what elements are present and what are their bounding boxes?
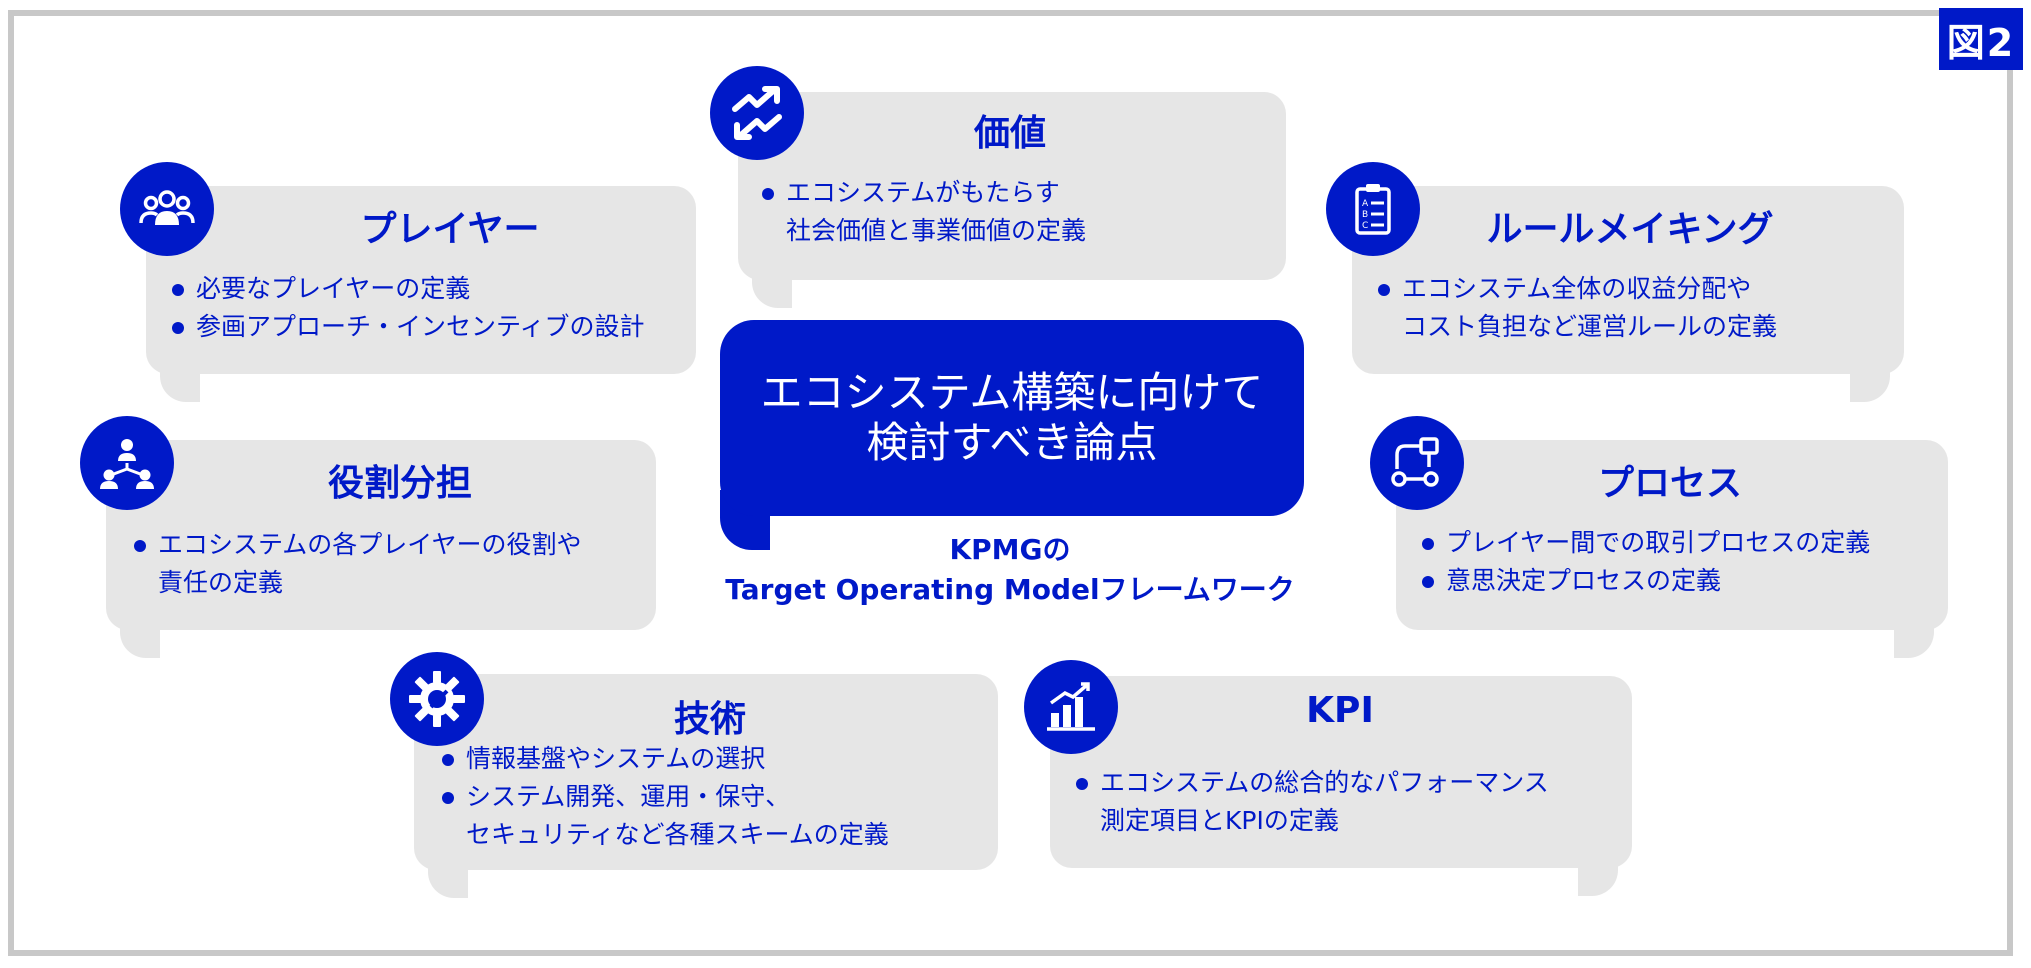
svg-text:B: B	[1362, 210, 1368, 220]
caption-line1: KPMGの	[949, 533, 1071, 566]
bullets-process: プレイヤー間での取引プロセスの定義 意思決定プロセスの定義	[1420, 524, 1870, 600]
bullets-rule: エコシステム全体の収益分配や コスト負担など運営ルールの定義	[1376, 270, 1777, 346]
people-group-icon	[120, 162, 214, 256]
svg-text:A: A	[1362, 199, 1369, 209]
org-hierarchy-icon	[80, 416, 174, 510]
clipboard-checklist-icon: A B C	[1326, 162, 1420, 256]
figure-label: 図2	[1939, 8, 2023, 70]
process-flow-icon	[1370, 416, 1464, 510]
figure-frame	[8, 10, 2013, 956]
center-title-line2: 検討すべき論点	[866, 418, 1158, 467]
list-item: 必要なプレイヤーの定義	[170, 270, 645, 308]
bullets-value: エコシステムがもたらす 社会価値と事業価値の定義	[760, 174, 1086, 250]
title-rule: ルールメイキング	[1486, 209, 1774, 250]
list-item: エコシステムがもたらす 社会価値と事業価値の定義	[760, 174, 1086, 250]
title-process: プロセス	[1597, 463, 1742, 504]
framework-caption: KPMGの Target Operating Modelフレームワーク	[700, 530, 1320, 610]
list-item: システム開発、運用・保守、 セキュリティなど各種スキームの定義	[440, 778, 889, 854]
bullets-player: 必要なプレイヤーの定義 参画アプローチ・インセンティブの設計	[170, 270, 645, 346]
list-item: 意思決定プロセスの定義	[1420, 562, 1870, 600]
title-role: 役割分担	[327, 463, 472, 504]
caption-line2: Target Operating Modelフレームワーク	[725, 573, 1295, 606]
bubble-rule	[1352, 186, 1904, 402]
bar-chart-icon	[1024, 660, 1118, 754]
bullets-role: エコシステムの各プレイヤーの役割や 責任の定義	[132, 526, 582, 602]
list-item: エコシステム全体の収益分配や コスト負担など運営ルールの定義	[1376, 270, 1777, 346]
title-player: プレイヤー	[360, 209, 540, 250]
bubble-process	[1396, 440, 1948, 658]
svg-text:C: C	[1362, 221, 1368, 231]
bullets-kpi: エコシステムの総合的なパフォーマンス 測定項目とKPIの定義	[1074, 764, 1549, 840]
bubble-role	[106, 440, 656, 658]
center-topic-box: エコシステム構築に向けて 検討すべき論点	[720, 320, 1304, 516]
gear-wrench-icon	[390, 652, 484, 746]
list-item: エコシステムの総合的なパフォーマンス 測定項目とKPIの定義	[1074, 764, 1549, 840]
bubble-tech	[414, 674, 998, 898]
exchange-trend-icon	[710, 66, 804, 160]
title-value: 価値	[973, 113, 1046, 154]
title-kpi: KPI	[1306, 690, 1374, 731]
list-item: 参画アプローチ・インセンティブの設計	[170, 308, 645, 346]
list-item: エコシステムの各プレイヤーの役割や 責任の定義	[132, 526, 582, 602]
bubble-kpi	[1050, 676, 1632, 896]
center-title-line1: エコシステム構築に向けて	[760, 368, 1264, 417]
bullets-tech: 情報基盤やシステムの選択 システム開発、運用・保守、 セキュリティなど各種スキー…	[440, 740, 889, 854]
list-item: 情報基盤やシステムの選択	[440, 740, 889, 778]
list-item: プレイヤー間での取引プロセスの定義	[1420, 524, 1870, 562]
title-tech: 技術	[673, 699, 746, 740]
